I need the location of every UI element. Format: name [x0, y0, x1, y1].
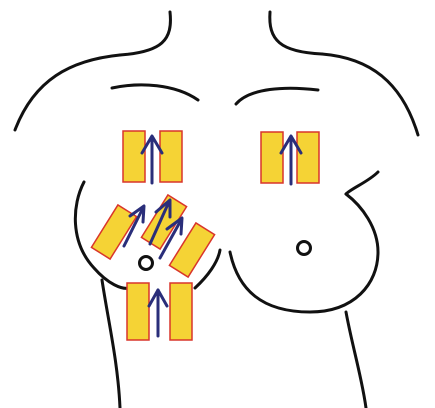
clavicle-right-line [236, 88, 318, 104]
tape-strip [123, 131, 145, 182]
tape-strip [297, 132, 319, 183]
tape-strip [261, 132, 283, 183]
tape-strip [170, 283, 192, 340]
upward-arrow [149, 290, 167, 336]
body-outline [15, 12, 418, 408]
right-torso-side [346, 312, 366, 408]
right-side-line [346, 172, 378, 194]
tape-strip [160, 131, 182, 182]
left-nipple [140, 257, 153, 270]
right-nipple [298, 242, 311, 255]
neck-left-line [120, 12, 170, 55]
left-torso-side [102, 280, 120, 408]
shoulder-right-line [322, 54, 418, 135]
shoulder-left-line [15, 55, 120, 130]
tape-strip [127, 283, 149, 340]
clavicle-left-line [112, 85, 198, 100]
neck-right-line [270, 12, 322, 54]
